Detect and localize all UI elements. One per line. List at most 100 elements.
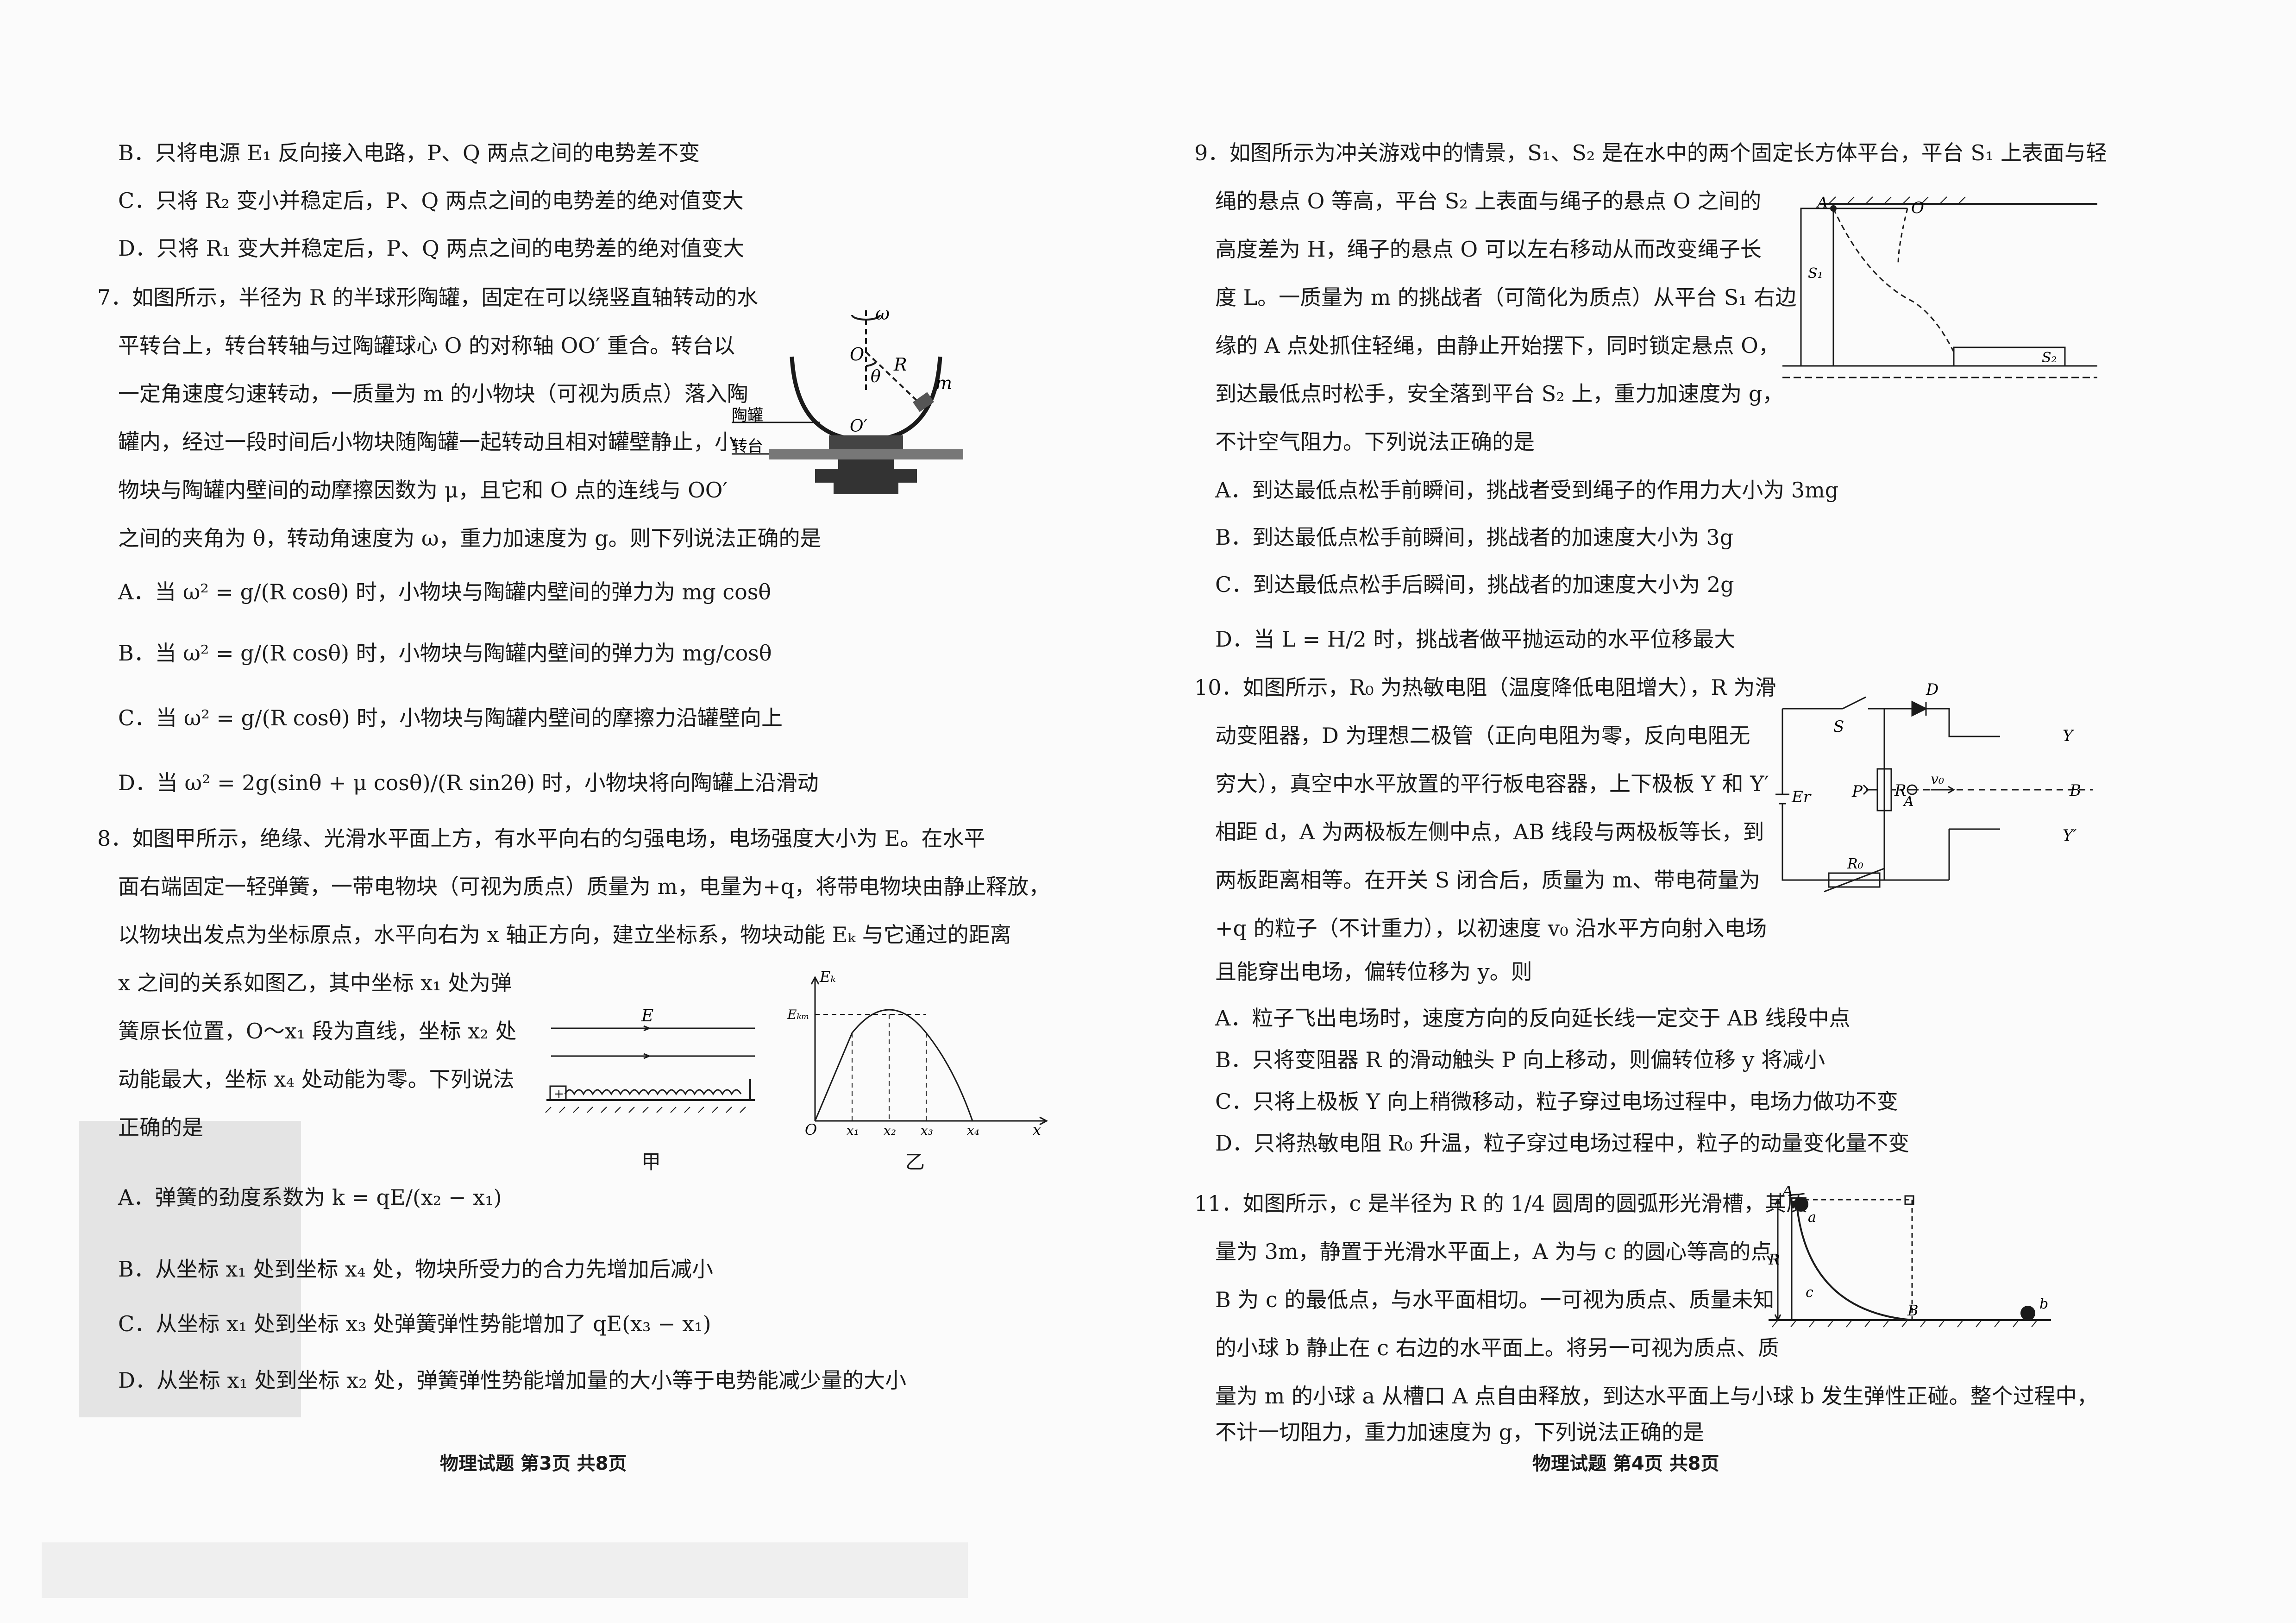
q10-fig-s: S bbox=[1833, 717, 1844, 736]
q8-fig-jia-e: E bbox=[641, 1007, 653, 1025]
q8-fig-yi-tick-x1: x₁ bbox=[847, 1123, 859, 1135]
q8-stem-line-4: x 之间的关系如图乙，其中坐标 x₁ 处为弹 bbox=[118, 970, 512, 995]
q8-fig-yi-caption: 乙 bbox=[905, 1151, 925, 1173]
q10-fig-d: D bbox=[1926, 681, 1938, 699]
q8-option-a: A．弹簧的劲度系数为 k = qE/(x₂ − x₁) bbox=[118, 1185, 502, 1210]
q8-option-b: B．从坐标 x₁ 处到坐标 x₄ 处，物块所受力的合力先增加后减小 bbox=[118, 1257, 714, 1282]
left-page-footer: 物理试题 第3页 共8页 bbox=[440, 1453, 627, 1474]
q7-fig-jar-label: 陶罐 bbox=[732, 406, 763, 425]
q8-fig-jia-caption: 甲 bbox=[641, 1151, 661, 1173]
q9-stem-line-5: 缘的 A 点处抓住轻绳，由静止开始摆下，同时锁定悬点 O， bbox=[1215, 333, 1780, 358]
q9-stem-line-4: 度 L。一质量为 m 的挑战者（可简化为质点）从平台 S₁ 右边 bbox=[1215, 285, 1797, 310]
q8-stem-line-2: 面右端固定一轻弹簧，一带电物块（可视为质点）质量为 m，电量为+q，将带电物块由… bbox=[118, 874, 1050, 899]
q9-fig-s2: S₂ bbox=[2042, 350, 2057, 366]
q8-option-d: D．从坐标 x₁ 处到坐标 x₂ 处，弹簧弹性势能增加量的大小等于电势能减少量的… bbox=[118, 1368, 907, 1393]
q10-fig-p: P bbox=[1851, 782, 1863, 801]
q9-stem-line-1: 9．如图所示为冲关游戏中的情景，S₁、S₂ 是在水中的两个固定长方体平台，平台 … bbox=[1194, 140, 2107, 165]
q10-fig-b: B bbox=[2069, 781, 2081, 800]
q8-fig-jia-charge: + bbox=[554, 1087, 564, 1101]
q6-option-c: C．只将 R₂ 变小并稳定后，P、Q 两点之间的电势差的绝对值变大 bbox=[118, 188, 744, 213]
q11-stem-line-2: 量为 3m，静置于光滑水平面上，A 为与 c 的圆心等高的点， bbox=[1215, 1239, 1794, 1264]
q7-fig-omega: ω bbox=[875, 303, 890, 324]
q8-fig-yi-ylabel: Eₖ bbox=[819, 968, 836, 986]
q8-stem-line-1: 8．如图甲所示，绝缘、光滑水平面上方，有水平向右的匀强电场，电场强度大小为 E。… bbox=[97, 826, 985, 851]
q7-option-c: C．当 ω² = g/(R cosθ) 时，小物块与陶罐内壁间的摩擦力沿罐壁向上 bbox=[118, 705, 783, 730]
q7-fig-theta: θ bbox=[871, 367, 881, 386]
q9-option-a: A．到达最低点松手前瞬间，挑战者受到绳子的作用力大小为 3mg bbox=[1215, 478, 1839, 503]
q8-fig-yi-ekm: Eₖₘ bbox=[787, 1007, 809, 1022]
q8-fig-yi-tick-x4: x₄ bbox=[967, 1123, 979, 1135]
q7-stem-line-5: 物块与陶罐内壁间的动摩擦因数为 μ，且它和 O 点的连线与 OO′ bbox=[118, 478, 728, 503]
q7-fig-m: m bbox=[935, 373, 952, 393]
q9-stem-line-6: 到达最低点时松手，安全落到平台 S₂ 上，重力加速度为 g， bbox=[1215, 381, 1784, 406]
q10-stem-line-2: 动变阻器，D 为理想二极管（正向电阻为零，反向电阻无 bbox=[1215, 723, 1750, 748]
q7-stem-line-2: 平转台上，转台转轴与过陶罐球心 O 的对称轴 OO′ 重合。转台以 bbox=[118, 333, 735, 358]
q11-fig-c: c bbox=[1806, 1284, 1813, 1301]
q11-stem-line-4: 的小球 b 静止在 c 右边的水平面上。将另一可视为质点、质 bbox=[1215, 1335, 1779, 1360]
q7-stem-line-4: 罐内，经过一段时间后小物块随陶罐一起转动且相对罐壁静止，小 bbox=[118, 429, 736, 454]
q11-stem-line-1: 11．如图所示，c 是半径为 R 的 1/4 圆周的圆弧形光滑槽，其质 bbox=[1194, 1191, 1808, 1216]
q10-circuit-figure: D S Er P R A v₀ Y B Y′ R₀ bbox=[1773, 681, 2097, 894]
q7-fig-r: R bbox=[893, 354, 907, 375]
q9-option-c: C．到达最低点松手后瞬间，挑战者的加速度大小为 2g bbox=[1215, 572, 1734, 597]
right-page: 9．如图所示为冲关游戏中的情景，S₁、S₂ 是在水中的两个固定长方体平台，平台 … bbox=[1148, 0, 2296, 1623]
q11-ball-b bbox=[2020, 1306, 2035, 1321]
q10-stem-line-3: 穷大），真空中水平放置的平行板电容器，上下极板 Y 和 Y′ bbox=[1215, 771, 1769, 796]
q11-fig-a-point: A bbox=[1781, 1186, 1793, 1200]
q9-option-b: B．到达最低点松手前瞬间，挑战者的加速度大小为 3g bbox=[1215, 525, 1734, 550]
q7-option-d: D．当 ω² = 2g(sinθ + μ cosθ)/(R sin2θ) 时，小… bbox=[118, 770, 819, 795]
q7-option-a: A．当 ω² = g/(R cosθ) 时，小物块与陶罐内壁间的弹力为 mg c… bbox=[118, 579, 772, 604]
q10-option-b: B．只将变阻器 R 的滑动触头 P 向上移动，则偏转位移 y 将减小 bbox=[1215, 1047, 1826, 1072]
scan-shadow-lower bbox=[79, 1121, 301, 1417]
q9-stem-line-7: 不计空气阻力。下列说法正确的是 bbox=[1215, 429, 1535, 454]
q8-fig-yi-xlabel: x bbox=[1033, 1121, 1041, 1135]
q7-stem-line-3: 一定角速度匀速转动，一质量为 m 的小物块（可视为质点）落入陶 bbox=[118, 381, 748, 406]
right-page-footer: 物理试题 第4页 共8页 bbox=[1532, 1453, 1719, 1474]
q10-option-c: C．只将上极板 Y 向上稍微移动，粒子穿过电场过程中，电场力做功不变 bbox=[1215, 1089, 1898, 1114]
q9-fig-a: A bbox=[1816, 195, 1828, 211]
q10-stem-line-7: 且能穿出电场，偏转位移为 y。则 bbox=[1215, 959, 1532, 984]
q11-stem-line-5: 量为 m 的小球 a 从槽口 A 点自由释放，到达水平面上与小球 b 发生弹性正… bbox=[1215, 1384, 2098, 1409]
q10-stem-line-1: 10．如图所示，R₀ 为热敏电阻（温度降低电阻增大），R 为滑 bbox=[1194, 675, 1776, 700]
q7-option-b: B．当 ω² = g/(R cosθ) 时，小物块与陶罐内壁间的弹力为 mg/c… bbox=[118, 641, 772, 666]
q8-stem-line-7: 正确的是 bbox=[118, 1115, 203, 1140]
q7-stem-line-1: 7．如图所示，半径为 R 的半球形陶罐，固定在可以绕竖直轴转动的水 bbox=[97, 285, 759, 310]
q7-jar-figure: ω O R θ m O′ 陶罐 转台 bbox=[732, 301, 1019, 514]
q9-stem-line-3: 高度差为 H，绳子的悬点 O 可以左右移动从而改变绳子长 bbox=[1215, 237, 1762, 262]
q8-stem-line-5: 簧原长位置，O～x₁ 段为直线，坐标 x₂ 处 bbox=[118, 1019, 517, 1044]
q11-fig-b-ball: b bbox=[2039, 1296, 2048, 1312]
q7-fig-o: O bbox=[850, 344, 864, 365]
q10-option-a: A．粒子飞出电场时，速度方向的反向延长线一定交于 AB 线段中点 bbox=[1215, 1006, 1851, 1031]
q8-fig-yi-tick-x2: x₂ bbox=[884, 1123, 896, 1135]
q10-fig-y-prime: Y′ bbox=[2063, 826, 2076, 845]
scan-shadow-bottom bbox=[42, 1542, 968, 1598]
q10-fig-v0: v₀ bbox=[1931, 771, 1944, 787]
q9-fig-o: O bbox=[1911, 199, 1924, 217]
q8-ek-x-graph: Eₖ Eₖₘ O x₁ x₂ x₃ x₄ x bbox=[787, 968, 1048, 1135]
q8-option-c: C．从坐标 x₁ 处到坐标 x₃ 处弹簧弹性势能增加了 qE(x₃ − x₁) bbox=[118, 1311, 711, 1336]
q10-fig-r0: R₀ bbox=[1847, 856, 1863, 872]
q11-fig-r: R bbox=[1769, 1251, 1780, 1268]
q9-option-d: D．当 L = H/2 时，挑战者做平抛运动的水平位移最大 bbox=[1215, 627, 1736, 652]
q7-fig-o-prime: O′ bbox=[850, 417, 867, 436]
q10-fig-a: A bbox=[1902, 793, 1914, 810]
q10-stem-line-5: 两板距离相等。在开关 S 闭合后，质量为 m、带电荷量为 bbox=[1215, 868, 1760, 893]
q8-fig-yi-origin: O bbox=[805, 1121, 817, 1135]
q6-option-d: D．只将 R₁ 变大并稳定后，P、Q 两点之间的电势差的绝对值变大 bbox=[118, 236, 745, 261]
q10-stem-line-4: 相距 d，A 为两极板左侧中点，AB 线段与两极板等长，到 bbox=[1215, 819, 1764, 844]
left-page: B．只将电源 E₁ 反向接入电路，P、Q 两点之间的电势差不变 C．只将 R₂ … bbox=[42, 140, 1056, 1598]
q9-stem-line-2: 绳的悬点 O 等高，平台 S₂ 上表面与绳子的悬点 O 之间的 bbox=[1215, 189, 1762, 214]
q11-fig-b-point: B bbox=[1907, 1302, 1919, 1319]
q10-fig-y: Y bbox=[2063, 727, 2075, 745]
q8-fig-yi: Eₖ Eₖₘ O x₁ x₂ x₃ x₄ x bbox=[787, 968, 1056, 1135]
q11-ball-a bbox=[1794, 1197, 1808, 1212]
q10-option-d: D．只将热敏电阻 R₀ 升温，粒子穿过电场过程中，粒子的动量变化量不变 bbox=[1215, 1131, 1910, 1156]
q8-fig-yi-tick-x3: x₃ bbox=[921, 1123, 933, 1135]
q10-fig-er: Er bbox=[1791, 788, 1812, 806]
q10-stem-line-6: +q 的粒子（不计重力），以初速度 v₀ 沿水平方向射入电场 bbox=[1215, 916, 1767, 941]
q9-fig-s1: S₁ bbox=[1808, 265, 1823, 282]
q7-stem-line-6: 之间的夹角为 θ，转动角速度为 ω，重力加速度为 g。则下列说法正确的是 bbox=[118, 526, 822, 551]
q11-stem-line-6: 不计一切阻力，重力加速度为 g，下列说法正确的是 bbox=[1215, 1420, 1705, 1445]
q11-stem-line-3: B 为 c 的最低点，与水平面相切。一可视为质点、质量未知 bbox=[1215, 1287, 1775, 1312]
q11-groove-figure: A a R c B b bbox=[1769, 1186, 2056, 1343]
